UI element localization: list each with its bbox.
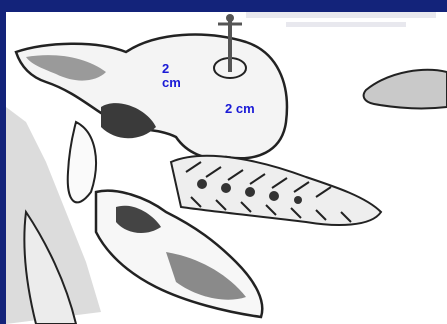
anatomical-illustration: 2 cm 2 cm <box>6 12 447 324</box>
examiner-finger <box>364 70 447 109</box>
vertebral-column <box>171 156 381 225</box>
pelvis-sketch <box>6 12 447 324</box>
horizontal-measurement-label: 2 cm <box>225 102 255 116</box>
inner-crest <box>68 122 96 202</box>
faded-header-marks <box>246 12 436 27</box>
ilium-outline <box>16 35 287 159</box>
vertical-measurement-label: 2 cm <box>162 62 181 90</box>
